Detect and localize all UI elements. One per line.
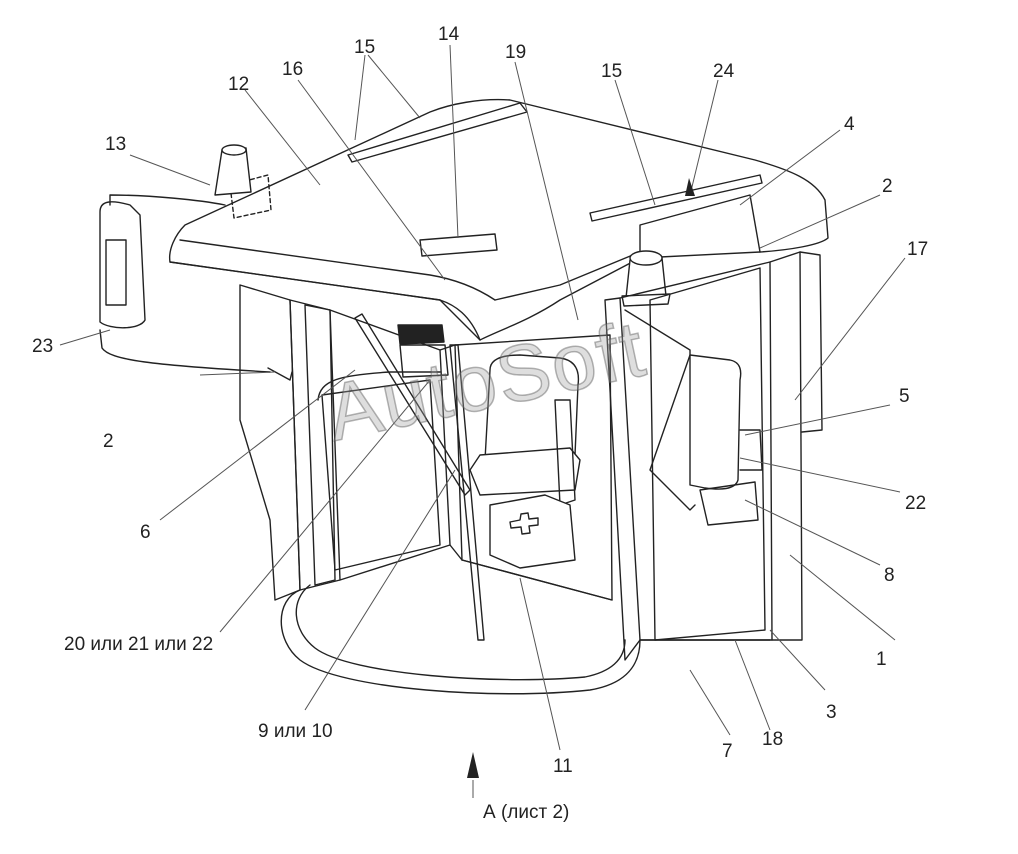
callout-16: 16 [282, 59, 304, 80]
callout-8: 8 [884, 565, 895, 586]
callout-19: 19 [505, 42, 527, 63]
seat [469, 354, 581, 506]
callout-1: 1 [876, 649, 887, 670]
wiper-arm-front [449, 344, 485, 641]
callout-24: 24 [713, 61, 735, 82]
floor-frame [280, 559, 771, 695]
callout-18: 18 [762, 729, 784, 750]
callout-2-right: 2 [882, 176, 893, 197]
callout-20-or-21-or-22: 20 или 21 или 22 [64, 634, 214, 655]
leader-lines [59, 44, 906, 798]
callout-15-right: 15 [601, 61, 623, 82]
callout-13: 13 [105, 134, 127, 155]
callout-7: 7 [722, 741, 733, 762]
callout-23: 23 [32, 336, 54, 357]
first-aid-box [489, 494, 576, 569]
door-right [624, 309, 763, 526]
roof [168, 98, 829, 341]
view-marker-label: А (лист 2) [483, 802, 570, 823]
callout-11: 11 [553, 756, 573, 777]
beacon-left [214, 144, 252, 196]
view-arrow [467, 752, 479, 778]
callout-6: 6 [140, 522, 151, 543]
wiper-arm-left [354, 313, 471, 496]
callout-9-or-10: 9 или 10 [258, 721, 333, 742]
callout-2-left: 2 [103, 431, 114, 452]
callout-3: 3 [826, 702, 837, 723]
callout-22: 22 [905, 493, 927, 514]
instrument-panel [397, 324, 449, 378]
callout-15-left: 15 [354, 37, 376, 58]
callout-12: 12 [228, 74, 250, 95]
callout-5: 5 [899, 386, 910, 407]
callout-14: 14 [438, 24, 460, 45]
mirror-left [99, 194, 293, 381]
callout-4: 4 [844, 114, 855, 135]
callout-17: 17 [907, 239, 929, 260]
item-24-arrow [685, 178, 695, 196]
